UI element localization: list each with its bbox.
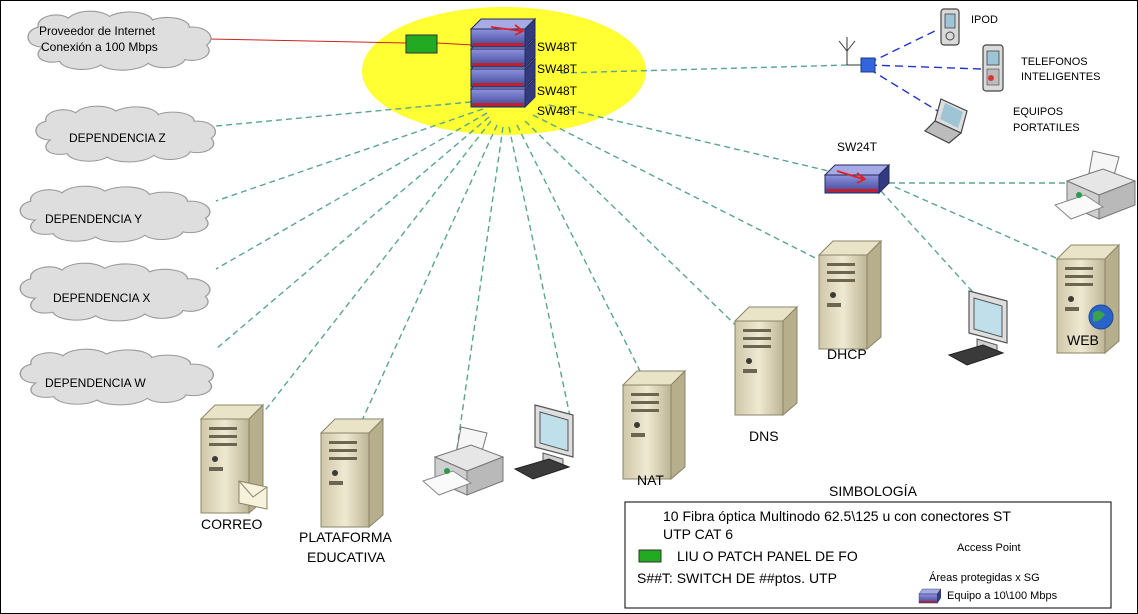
plataforma-label-line1: PLATAFORMA (299, 529, 392, 545)
legend-utp: UTP CAT 6 (663, 526, 733, 542)
nat-label: NAT (637, 472, 664, 488)
access-switch-label: SW24T (837, 140, 878, 154)
pc-icon-bottom (514, 404, 574, 480)
phones-label-line2: INTELIGENTES (1021, 71, 1100, 83)
server-correo-icon (200, 404, 268, 514)
legend-title: SIMBOLOGÍA (829, 483, 918, 499)
core-switch-label-1: SW48T (537, 40, 578, 54)
dependencia-z-label: DEPENDENCIA Z (69, 131, 166, 145)
fiber-links (215, 64, 1082, 457)
legend-fiber: 10 Fibra óptica Multinodo 62.5\125 u con… (663, 508, 1011, 524)
correo-label: CORREO (201, 516, 263, 532)
isp-label-line2: Conexión a 100 Mbps (41, 40, 158, 54)
access-point (838, 37, 876, 73)
legend-access-point: Access Point (957, 542, 1021, 554)
legend-liu: LIU O PATCH PANEL DE FO (677, 548, 858, 564)
ipod-icon (940, 8, 960, 46)
laptop-icon (923, 98, 968, 144)
laptops-label-line2: PORTATILES (1013, 122, 1080, 134)
core-switch-stack (470, 18, 536, 108)
server-dhcp-icon (818, 240, 882, 350)
core-switch-label-3: SW48T (537, 84, 578, 98)
access-switch-sw24t (824, 164, 890, 194)
server-web-icon (1056, 244, 1120, 354)
isp-label-line1: Proveedor de Internet (39, 24, 156, 38)
dependencia-x-label: DEPENDENCIA X (53, 291, 150, 305)
web-label: WEB (1067, 332, 1099, 348)
laptops-label-line1: EQUIPOS (1013, 106, 1063, 118)
legend-box: SIMBOLOGÍA 10 Fibra óptica Multinodo 62.… (624, 483, 1112, 609)
plataforma-label-line2: EDUCATIVA (307, 549, 386, 565)
printer-icon-right (1054, 150, 1136, 220)
isp-link (208, 38, 407, 44)
smartphone-icon (982, 44, 1004, 92)
printer-icon-bottom (422, 426, 504, 496)
ipod-label: IPOD (971, 14, 998, 26)
legend-equipo: Equipo a 10\100 Mbps (947, 590, 1058, 602)
legend-equipo-icon (918, 588, 942, 604)
dhcp-label: DHCP (827, 346, 867, 362)
server-dns-icon (734, 306, 798, 416)
wireless-links (868, 28, 982, 114)
liu-patch-panel (405, 34, 438, 54)
dns-label: DNS (749, 428, 779, 444)
core-switch-label-4: SW48T (537, 104, 578, 118)
server-nat-icon (622, 370, 686, 480)
phones-label-line1: TELEFONOS (1021, 56, 1088, 68)
pc-icon-right (948, 290, 1008, 366)
legend-liu-swatch (638, 549, 662, 563)
legend-areas: Áreas protegidas x SG (929, 571, 1040, 584)
core-switch-label-2: SW48T (537, 62, 578, 76)
legend-switch-note: S##T: SWITCH DE ##ptos. UTP (637, 570, 837, 586)
dependencia-w-label: DEPENDENCIA W (45, 376, 146, 390)
server-plataforma-icon (320, 418, 384, 528)
dependencia-y-label: DEPENDENCIA Y (45, 212, 142, 226)
